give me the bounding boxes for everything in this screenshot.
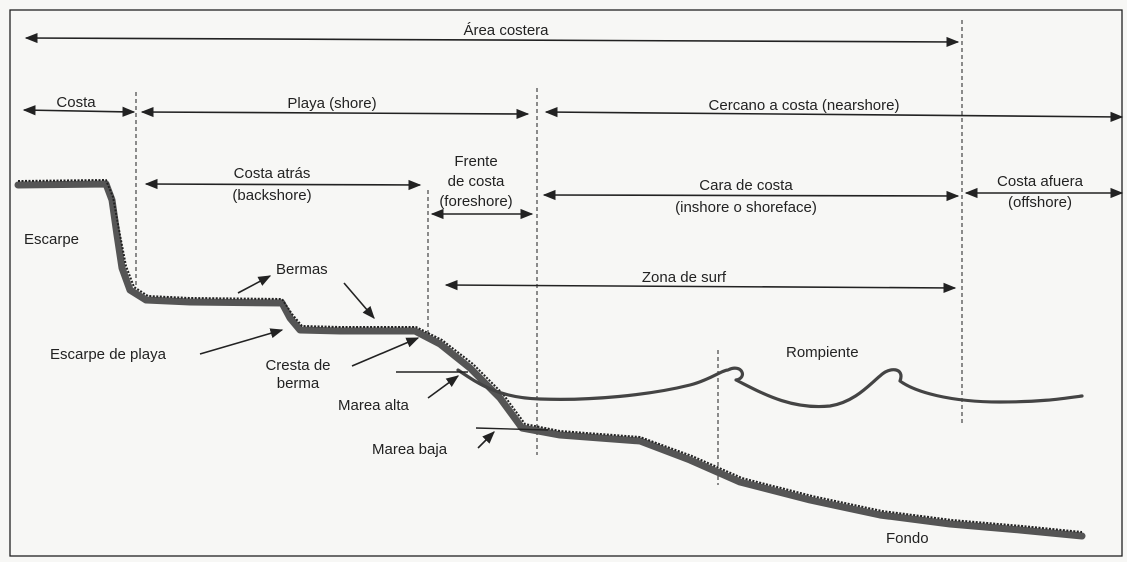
playa-arrow <box>140 106 530 120</box>
bermas-label: Bermas <box>276 261 328 278</box>
fondo-label: Fondo <box>886 530 929 547</box>
costa-atras-arrow <box>144 178 422 191</box>
marea-baja-label: Marea baja <box>372 441 448 458</box>
afuera-label-2: (offshore) <box>1008 194 1072 211</box>
cara-arrow <box>542 189 960 202</box>
cresta-pointer <box>351 337 420 367</box>
surf-arrow <box>444 279 957 294</box>
escarpe-playa-label: Escarpe de playa <box>50 346 167 363</box>
cara-label-2: (inshore o shoreface) <box>675 199 817 216</box>
marea-alta-label: Marea alta <box>338 397 410 414</box>
area-costera-arrow <box>24 32 960 48</box>
marea-alta-pointer <box>427 375 460 399</box>
area-costera-label: Área costera <box>463 22 549 39</box>
costa-arrow <box>22 105 136 117</box>
diagram-frame <box>9 9 1123 557</box>
cresta-label-2: berma <box>277 375 320 392</box>
surf-label: Zona de surf <box>642 269 727 286</box>
low-tide-marker <box>475 427 549 431</box>
frente-label-1: Frente <box>454 153 497 170</box>
cercano-label: Cercano a costa (nearshore) <box>709 97 900 114</box>
frente-label-3: (foreshore) <box>439 193 512 210</box>
bermas-pointer-1 <box>237 275 272 294</box>
escarpe-playa-pointer <box>199 328 284 355</box>
costa-label: Costa <box>56 94 96 111</box>
bermas-pointer-2 <box>343 282 375 319</box>
frente-label-2: de costa <box>448 173 505 190</box>
costa-atras-label-2: (backshore) <box>232 187 311 204</box>
afuera-label-1: Costa afuera <box>997 173 1084 190</box>
playa-label: Playa (shore) <box>287 95 376 112</box>
ground-profile <box>14 179 1086 540</box>
escarpe-label: Escarpe <box>24 231 79 248</box>
costa-atras-label-1: Costa atrás <box>234 165 311 182</box>
cara-label-1: Cara de costa <box>699 177 793 194</box>
rompiente-label: Rompiente <box>786 344 859 361</box>
water-surface <box>456 366 1084 409</box>
cresta-label-1: Cresta de <box>265 357 330 374</box>
cercano-arrow <box>544 106 1124 123</box>
marea-baja-pointer <box>477 431 495 449</box>
